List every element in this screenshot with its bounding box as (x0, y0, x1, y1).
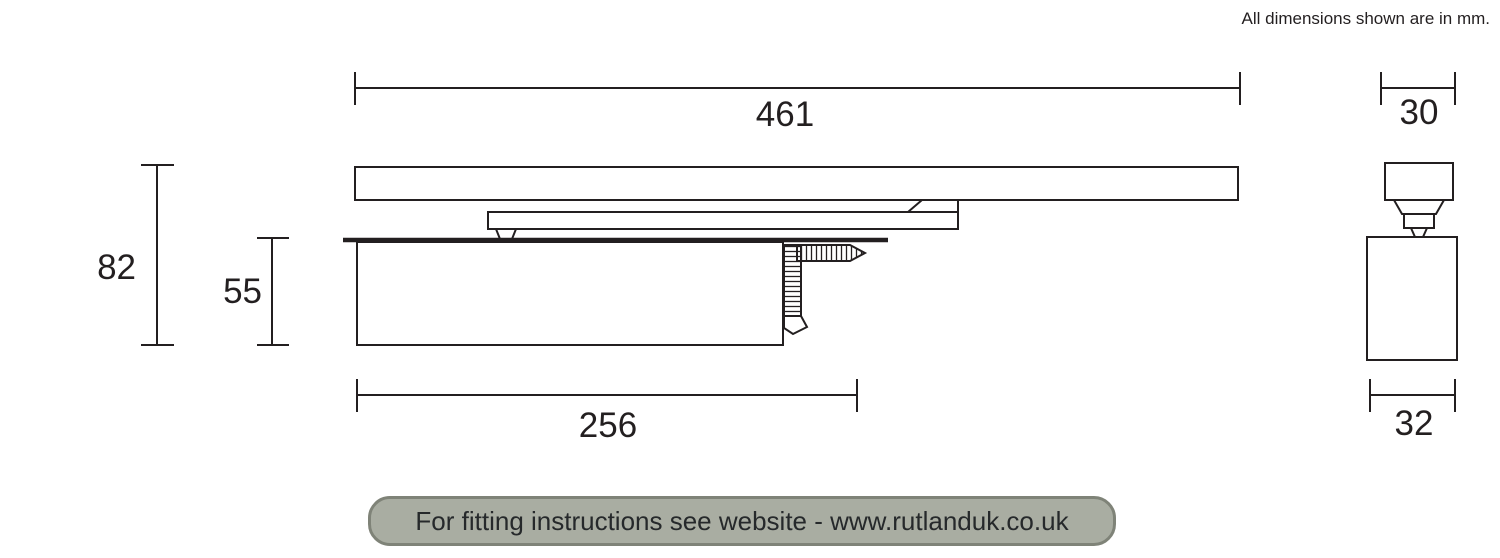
rail-cross-section (1384, 162, 1454, 201)
arm-pivot-block (494, 228, 518, 240)
dim-overall-length (354, 72, 1241, 105)
dim-label-body-height: 55 (223, 272, 262, 311)
slide-rail (354, 166, 1239, 201)
dim-body-height (257, 237, 289, 346)
dim-rail-width (1380, 72, 1456, 105)
dim-label-overall-height: 82 (97, 248, 136, 287)
fitting-instructions-text: For fitting instructions see website - w… (415, 505, 1069, 536)
dim-label-overall-length: 461 (756, 95, 814, 134)
dim-label-body-length: 256 (579, 406, 637, 445)
dim-body-width (1369, 379, 1456, 412)
slide-arm (487, 211, 959, 230)
closer-body (356, 241, 784, 346)
rail-neck (1403, 213, 1435, 229)
end-view (1366, 162, 1458, 361)
rail-neck-taper (1392, 199, 1446, 215)
rack-detail (796, 244, 868, 262)
spindle-detail (783, 244, 802, 317)
side-view (343, 166, 1239, 346)
dim-overall-height (141, 164, 174, 346)
dim-body-length (356, 379, 858, 412)
dim-label-body-width: 32 (1395, 404, 1434, 443)
arm-connector (905, 199, 959, 213)
fitting-instructions-banner: For fitting instructions see website - w… (368, 496, 1116, 546)
dim-label-rail-width: 30 (1400, 93, 1439, 132)
rail-stem (1409, 227, 1429, 238)
body-cross-section (1366, 236, 1458, 361)
spindle-foot (783, 315, 809, 336)
units-note: All dimensions shown are in mm. (1241, 9, 1490, 28)
